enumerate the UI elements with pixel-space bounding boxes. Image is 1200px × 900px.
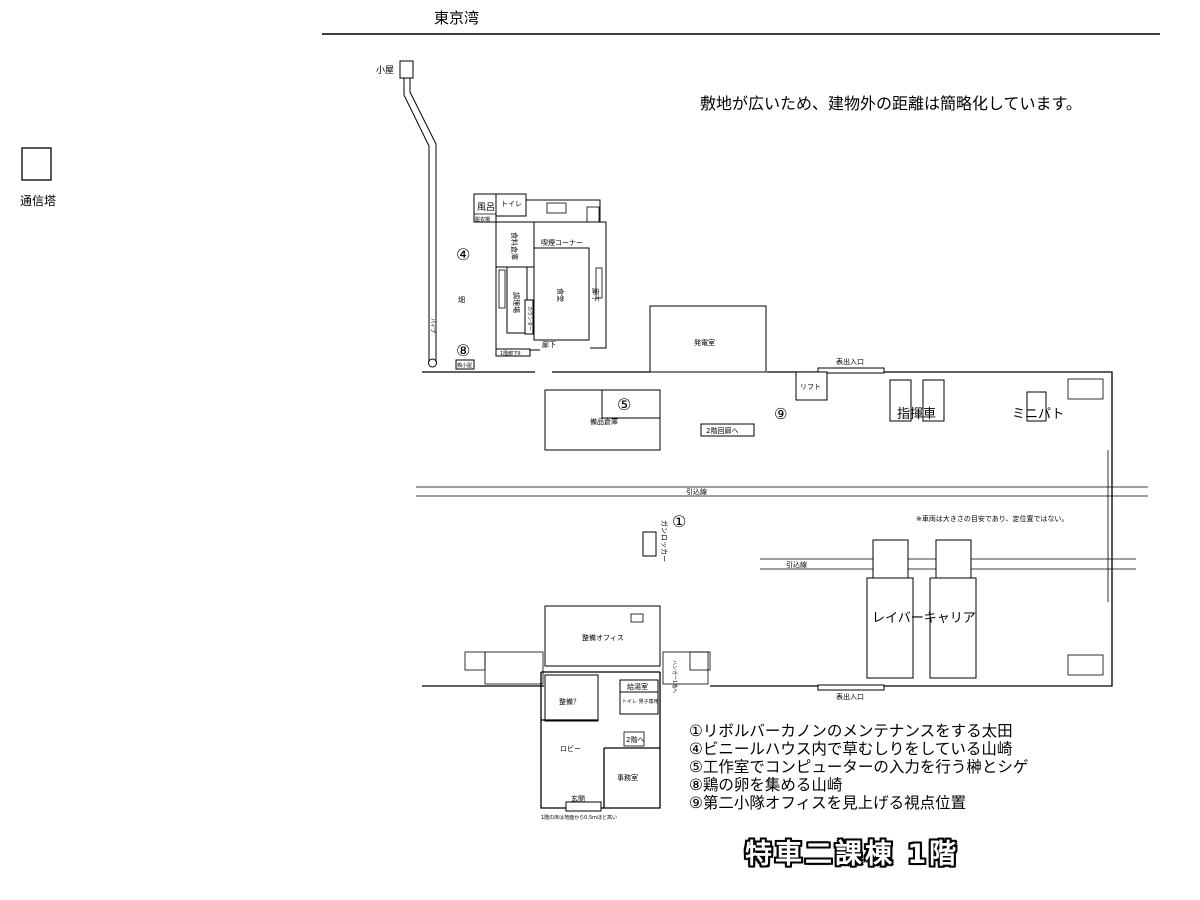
- track2-label: 引込線: [786, 560, 807, 569]
- pipe: [403, 78, 437, 362]
- pipe-end: [428, 358, 437, 368]
- hut: [399, 60, 414, 79]
- legend-item: ⑧鶏の卵を集める山崎: [689, 776, 843, 794]
- floor-note: 1階の床は地面から0.5mほど高い: [541, 814, 617, 821]
- marker-8: ⑧: [456, 341, 470, 360]
- mini-patrol-label: ミニパト: [1012, 407, 1064, 422]
- marker-9: ⑨: [774, 405, 787, 423]
- smoking-label: 喫煙コーナー: [541, 238, 583, 247]
- generator-label: 発電室: [694, 338, 715, 347]
- square-outline-icon: [21, 147, 52, 181]
- field-label: 畑: [458, 296, 465, 304]
- bay-label: 東京湾: [434, 9, 480, 27]
- hangar-note: ハンガー1階へ: [671, 660, 678, 693]
- hangar: [416, 305, 1148, 691]
- chicken-coop: [455, 359, 475, 370]
- office-to-2f-label: 2階へ: [626, 735, 644, 744]
- marker-5: ⑤: [617, 395, 631, 414]
- corridor-bottom-label: 廊下: [542, 340, 556, 349]
- kitchen-label: 調理場: [512, 292, 521, 313]
- labor-carrier-label: レイバーキャリア: [872, 611, 976, 626]
- office-label: 事務室: [617, 773, 638, 782]
- track1-label: 引込線: [686, 487, 707, 496]
- front-entrance-top-label: 表出入口: [836, 357, 864, 366]
- legend-item: ⑨第二小隊オフィスを見上げる視点位置: [689, 794, 967, 812]
- pipe-label: パイプ: [429, 318, 435, 333]
- legend-item: ④ビニールハウス内で草むしりをしている山崎: [689, 740, 1013, 758]
- bath-label: 風呂: [477, 202, 495, 213]
- maintenance-q-label: 整備？: [559, 697, 580, 706]
- marker-1: ①: [672, 512, 686, 531]
- toilet-men-label: トイレ 男子専用: [622, 698, 659, 705]
- dressing-label: 脱衣場: [475, 216, 490, 223]
- dining-label: 食堂: [556, 288, 565, 302]
- front-entrance-bottom-label: 表出入口: [836, 692, 864, 701]
- chicken-coop-label: 鶏小屋: [457, 362, 472, 369]
- toilet-label: トイレ: [501, 200, 522, 208]
- entrance-label: 玄関: [571, 794, 585, 803]
- tower-label: 通信塔: [20, 194, 57, 208]
- kettle-room-label: 給湯室: [627, 682, 648, 691]
- legend-item: ⑤工作室でコンピューターの入力を行う榊とシゲ: [689, 758, 1029, 776]
- page-title: 特車二課棟 1階: [745, 839, 960, 870]
- kitchen-to-2f-label: 1階廊下Ⅱ: [500, 350, 521, 357]
- lobby-label: ロビー: [560, 744, 581, 753]
- map-note: 敷地が広いため、建物外の距離は簡略化しています。: [700, 94, 1082, 113]
- maintenance-office-label: 整備オフィス: [582, 633, 624, 642]
- legend-item: ①リボルバーカノンのメンテナンスをする太田: [689, 722, 1013, 740]
- lift-label: リフト: [800, 383, 821, 391]
- food-storage-label: 食料倉庫: [510, 232, 519, 260]
- vehicle-note: ※車両は大きさの目安であり、定位置ではない。: [916, 514, 1069, 523]
- gun-locker-label: ガンロッカー: [660, 520, 669, 562]
- command-vehicle-label: 指揮車: [897, 407, 936, 422]
- storage-label: 備品倉庫: [590, 417, 618, 426]
- office-block: [464, 605, 711, 812]
- corridor-side-label: 廊下: [591, 288, 600, 302]
- marker-4: ④: [456, 245, 470, 264]
- to-2f-corridor-label: 2階回廊へ: [706, 426, 738, 435]
- counter-label: カウンター: [526, 306, 533, 331]
- kitchen-block: [473, 193, 607, 357]
- hut-label: 小屋: [376, 65, 394, 76]
